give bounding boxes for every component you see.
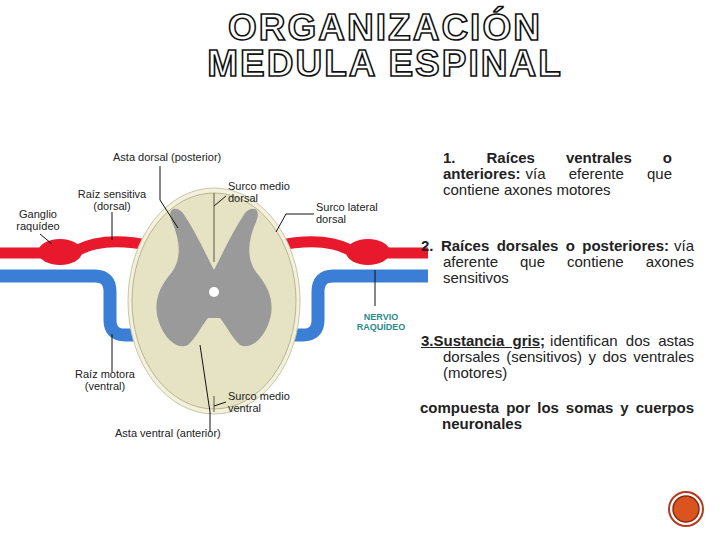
body-text: 2. Raíces dorsales o posteriores: — [421, 237, 669, 254]
text-paragraph: 2. Raíces dorsales o posteriores:vía afe… — [421, 238, 694, 286]
text-paragraph: 3.Sustancia gris;identifican dos astas d… — [421, 333, 694, 381]
body-text: compuesta por los somas y cuerpos neuron… — [420, 399, 694, 432]
part-label: Surco medio dorsal — [228, 180, 303, 204]
median-sulci — [213, 193, 215, 412]
part-label: Asta dorsal (posterior) — [113, 151, 221, 163]
part-label: Ganglio raquídeo — [10, 208, 66, 232]
nav-icon — [669, 492, 703, 526]
part-label: Asta ventral (anterior) — [115, 427, 221, 439]
slide-title: ORGANIZACIÓN MEDULA ESPINAL — [145, 10, 625, 82]
text-paragraph: 1. Raíces ventrales o anteriores:vía efe… — [443, 150, 672, 198]
body-text: 3.Sustancia gris; — [421, 332, 545, 349]
part-label: Raíz sensitiva (dorsal) — [68, 188, 156, 212]
cord-outer — [128, 188, 300, 414]
part-label: Surco medio ventral — [228, 390, 303, 414]
part-label: NERVIO RAQUÍDEO — [350, 312, 412, 332]
part-label: Surco lateral dorsal — [316, 201, 394, 225]
text-paragraph: compuesta por los somas y cuerpos neuron… — [420, 400, 694, 432]
central-canal — [209, 287, 219, 297]
part-label: Raíz motora (ventral) — [64, 368, 146, 392]
